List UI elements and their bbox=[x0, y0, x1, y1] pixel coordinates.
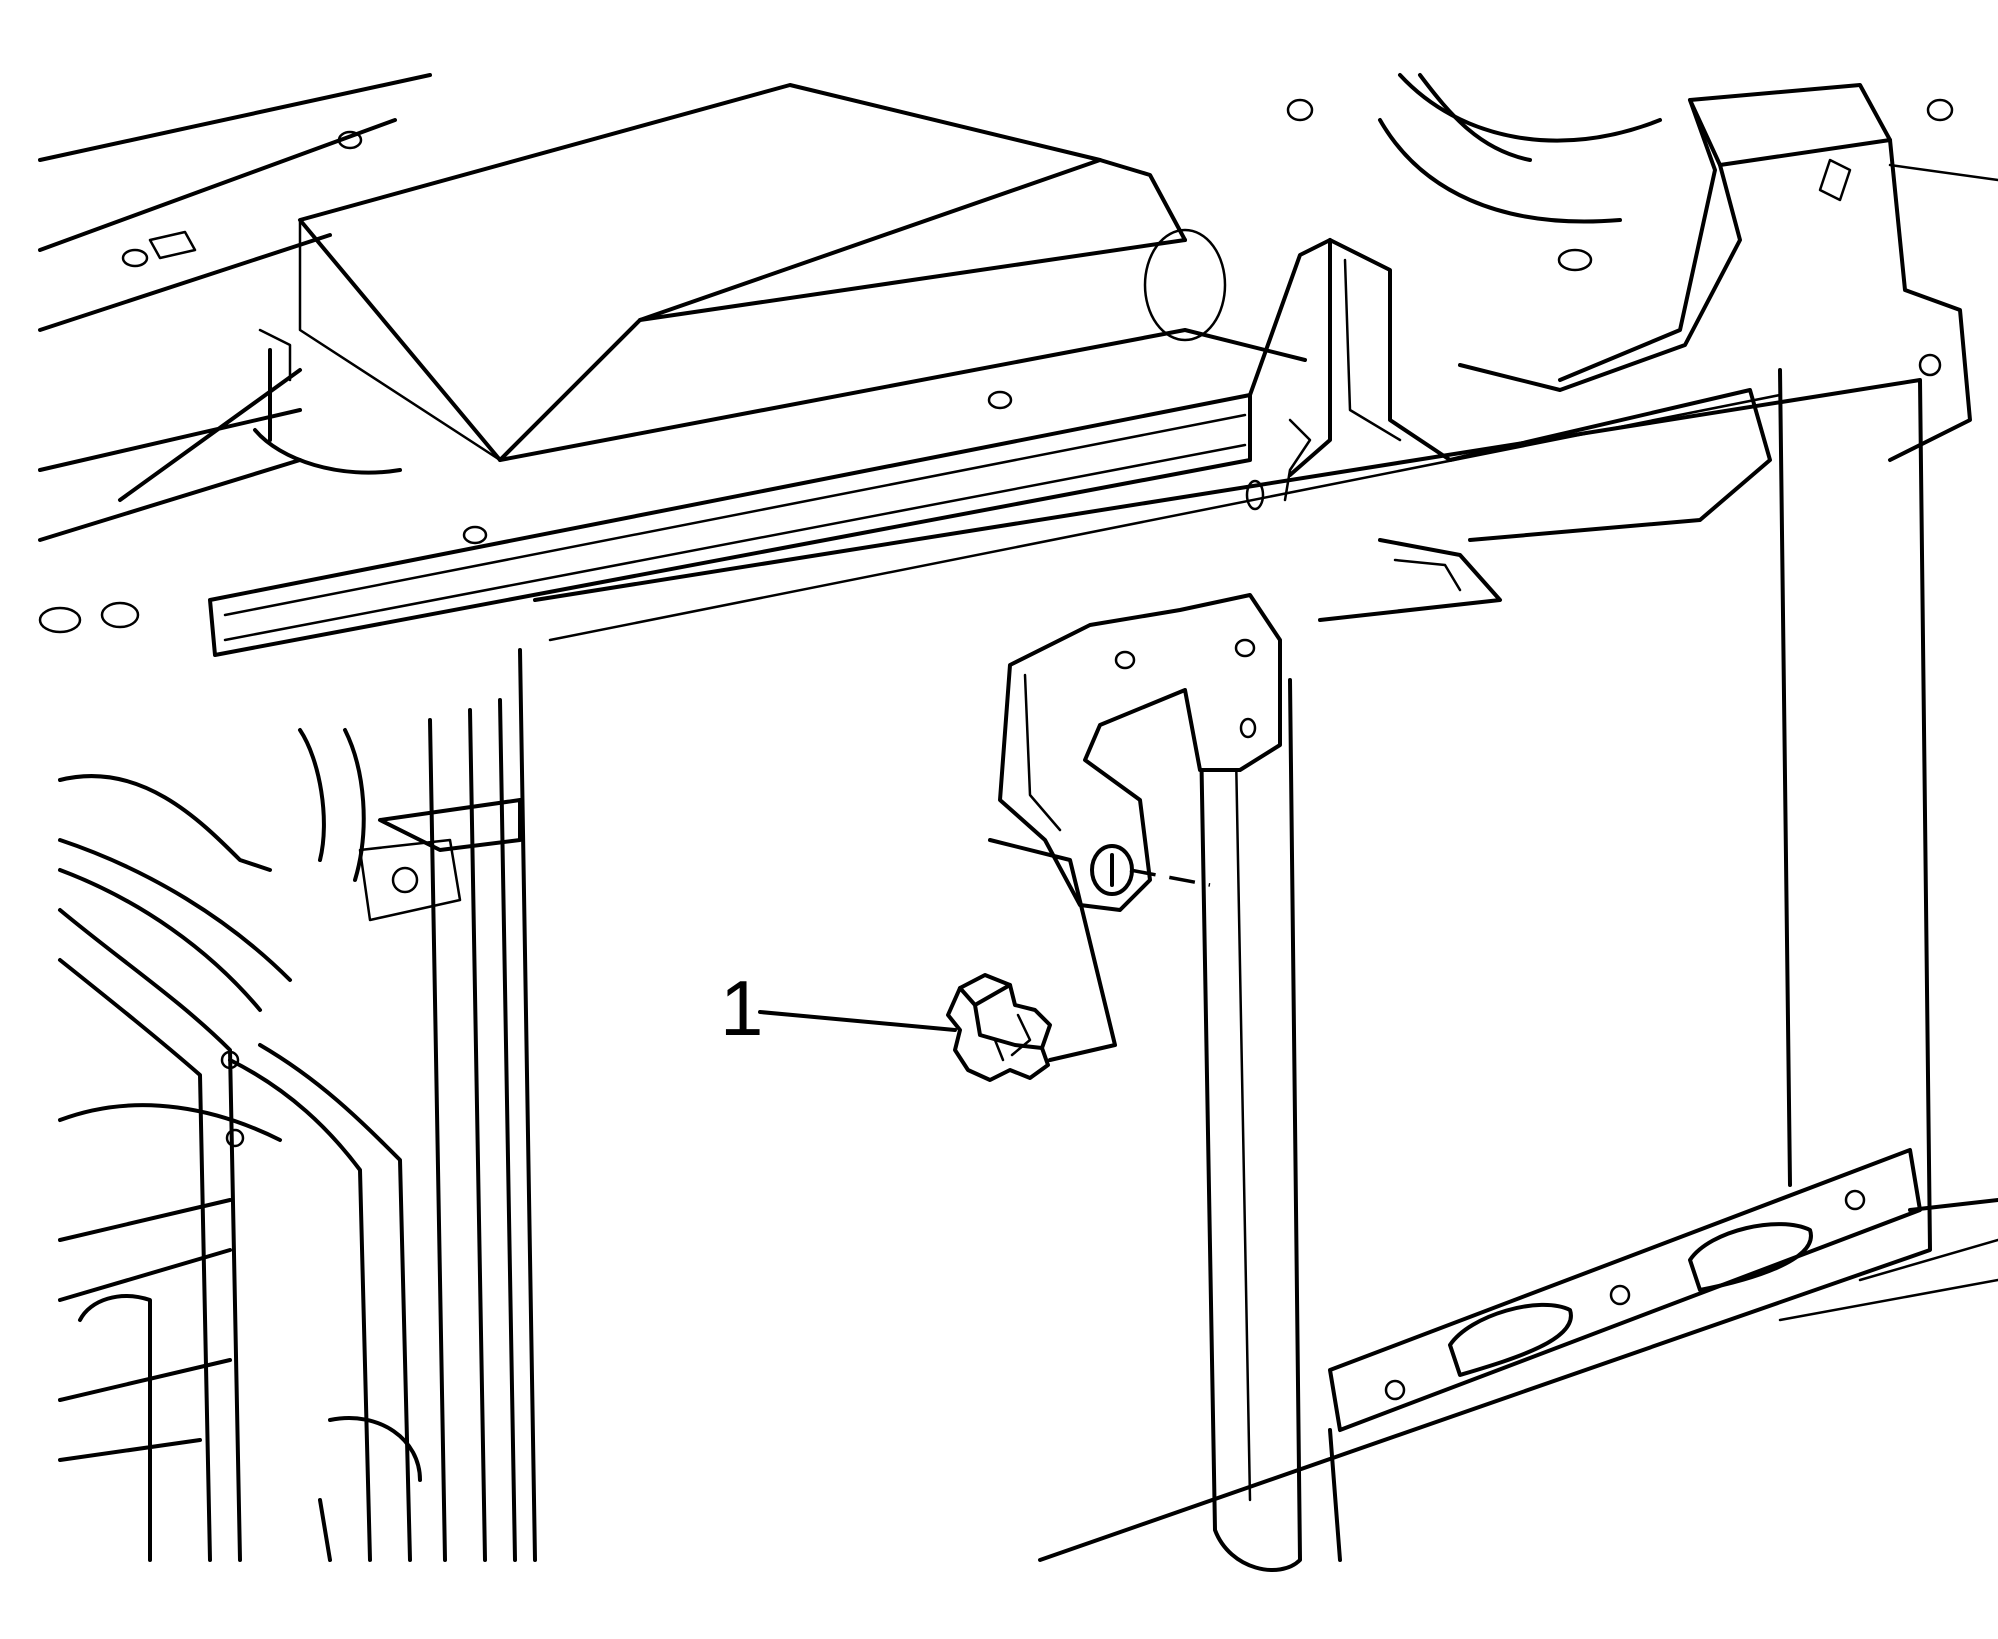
radiator-core bbox=[518, 368, 1932, 1562]
callout-label: 1 bbox=[720, 964, 763, 1052]
push-retainer-fastener bbox=[946, 973, 1052, 1082]
wheelhouse bbox=[1286, 73, 1998, 462]
mounting-bracket bbox=[998, 593, 1282, 912]
left-hoses bbox=[58, 728, 522, 1562]
install-direction-guide bbox=[988, 838, 1211, 1062]
callout-leader-line bbox=[758, 1010, 957, 1032]
support-bars bbox=[428, 678, 1302, 1572]
callout-1: 1 bbox=[720, 964, 957, 1052]
lower-crossmember bbox=[1328, 1148, 1998, 1562]
upper-rail bbox=[208, 238, 1772, 657]
engine-compartment bbox=[38, 73, 1307, 634]
